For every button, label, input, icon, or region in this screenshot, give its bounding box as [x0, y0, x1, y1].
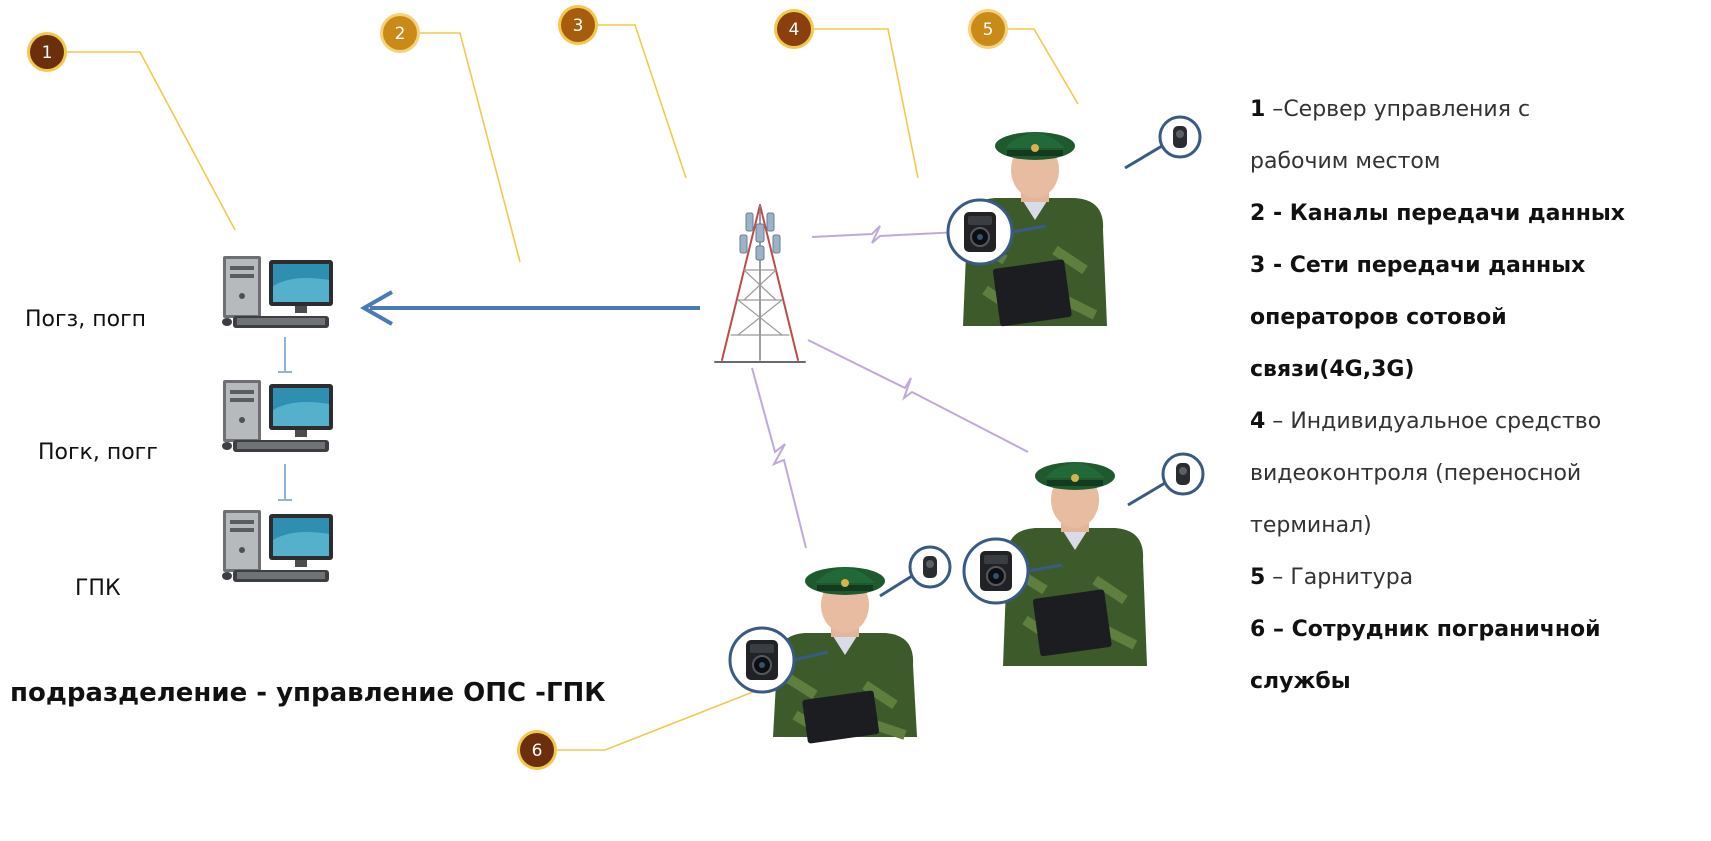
badge-5: 5	[968, 9, 1008, 49]
legend-text: Сети передачи данных	[1289, 253, 1586, 278]
legend-text: рабочим местом	[1250, 149, 1441, 174]
leader-lines	[55, 24, 1079, 751]
legend-text: службы	[1250, 669, 1351, 694]
cell-tower-icon	[714, 204, 806, 363]
radio-links	[751, 225, 1029, 549]
svg-text:6: 6	[532, 741, 543, 761]
legend-separator: –	[1265, 409, 1291, 434]
legend-item: службы	[1250, 656, 1705, 708]
legend-number: 2	[1250, 201, 1266, 226]
computer-2	[222, 380, 333, 452]
legend-item: 4 – Индивидуальное средство	[1250, 396, 1705, 448]
badge-1: 1	[27, 32, 67, 72]
legend-separator: -	[1265, 253, 1290, 278]
legend-text: видеоконтроля (переносной	[1250, 461, 1582, 486]
legend-number: 1	[1250, 97, 1266, 122]
legend-text: Гарнитура	[1290, 565, 1414, 590]
data-channel-arrow	[359, 290, 700, 326]
legend-separator: –	[1265, 97, 1284, 122]
svg-text:2: 2	[395, 24, 406, 44]
legend-item: операторов сотовой	[1250, 292, 1705, 344]
computer-1	[222, 256, 333, 328]
legend-item: рабочим местом	[1250, 136, 1705, 188]
legend-item: 6 – Сотрудник пограничной	[1250, 604, 1705, 656]
headset-2	[1127, 452, 1205, 507]
legend-number: 5	[1250, 565, 1266, 590]
body-camera-2	[962, 537, 1063, 605]
legend-item: связи(4G,3G)	[1250, 344, 1705, 396]
legend-number: 3	[1250, 253, 1266, 278]
legend-separator: -	[1265, 201, 1290, 226]
svg-text:1: 1	[42, 43, 53, 63]
svg-text:3: 3	[573, 16, 584, 36]
computer-3	[222, 510, 333, 582]
computer-label-1: Погз, погп	[25, 307, 147, 332]
svg-text:5: 5	[983, 20, 994, 40]
headset-1	[1124, 115, 1202, 170]
body-camera-1	[946, 198, 1047, 266]
legend-item: 1 –Сервер управления с	[1250, 84, 1705, 136]
legend-text: Сотрудник пограничной	[1291, 617, 1601, 642]
legend-item: 2 - Каналы передачи данных	[1250, 188, 1705, 240]
legend-text: Индивидуальное средство	[1290, 409, 1602, 434]
legend-text: Сервер управления с	[1283, 97, 1531, 122]
legend-item: терминал)	[1250, 500, 1705, 552]
diagram-caption: подразделение - управление ОПС -ГПК	[10, 678, 606, 708]
legend-item: 5 – Гарнитура	[1250, 552, 1705, 604]
headset-3	[879, 545, 952, 598]
legend-text: терминал)	[1250, 513, 1372, 538]
legend-separator: –	[1265, 565, 1291, 590]
legend-item: 3 - Сети передачи данных	[1250, 240, 1705, 292]
legend-text: связи(4G,3G)	[1250, 357, 1415, 382]
legend-item: видеоконтроля (переносной	[1250, 448, 1705, 500]
badge-2: 2	[380, 13, 420, 53]
border-guard-figure	[1003, 462, 1147, 666]
body-camera-3	[728, 626, 829, 694]
badge-3: 3	[558, 5, 598, 45]
badge-4: 4	[774, 9, 814, 49]
computer-label-2: Погк, погг	[38, 440, 158, 465]
svg-text:4: 4	[789, 20, 800, 40]
legend-number: 4	[1250, 409, 1266, 434]
border-guard-figure	[773, 567, 917, 744]
computer-label-3: ГПК	[75, 576, 121, 601]
hierarchy-connector	[278, 337, 292, 501]
legend-separator: –	[1265, 617, 1292, 642]
legend-number: 6	[1250, 617, 1266, 642]
badge-6: 6	[517, 730, 557, 770]
legend-text: Каналы передачи данных	[1289, 201, 1625, 226]
legend-text: операторов сотовой	[1250, 305, 1507, 330]
